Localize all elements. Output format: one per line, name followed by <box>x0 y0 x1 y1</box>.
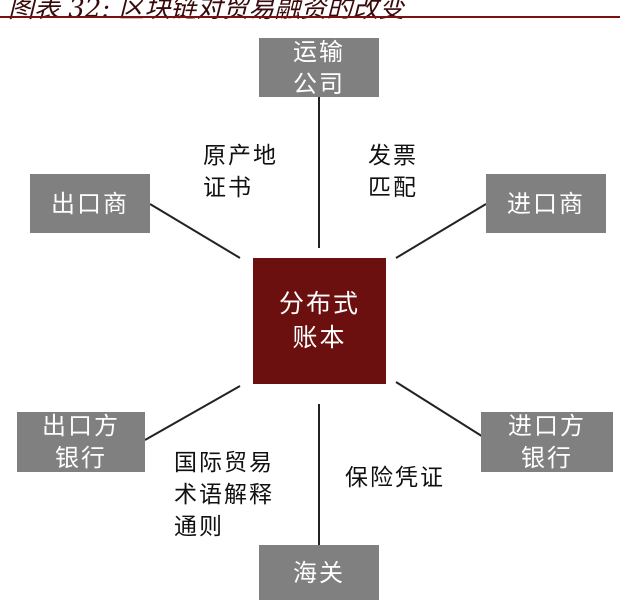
label-incoterms-line3: 通则 <box>174 514 224 540</box>
node-importer-line1: 进口商 <box>507 189 585 218</box>
node-exporter-bank-line1: 出口方 <box>42 412 120 440</box>
label-certificate-of-origin: 原产地 证书 <box>203 140 278 204</box>
node-importer: 进口商 <box>486 174 606 233</box>
label-invoice-line2: 匹配 <box>368 175 418 201</box>
connector-importer-bank <box>395 381 489 441</box>
label-invoice-matching: 发票 匹配 <box>368 140 418 204</box>
label-incoterms-line1: 国际贸易 <box>174 450 274 476</box>
node-exporter-bank: 出口方 银行 <box>17 412 145 472</box>
center-line1: 分布式 <box>278 289 360 318</box>
node-customs: 海关 <box>259 545 379 600</box>
center-line2: 账本 <box>292 323 347 352</box>
node-importer-bank-line1: 进口方 <box>508 412 586 440</box>
label-certificate-line1: 原产地 <box>203 143 278 169</box>
label-incoterms-line2: 术语解释 <box>174 482 274 508</box>
node-transport-line2: 公司 <box>293 69 345 98</box>
node-customs-line1: 海关 <box>293 558 345 587</box>
node-transport-company: 运输 公司 <box>259 37 379 98</box>
label-insurance-certificate: 保险凭证 <box>345 462 445 494</box>
node-importer-bank: 进口方 银行 <box>481 412 613 472</box>
node-importer-bank-line2: 银行 <box>521 444 573 472</box>
connector-exporter-bank <box>144 385 241 441</box>
node-exporter-line1: 出口商 <box>51 189 129 218</box>
label-insurance-line1: 保险凭证 <box>345 465 445 491</box>
connector-importer <box>395 203 487 259</box>
label-certificate-line2: 证书 <box>203 175 253 201</box>
connector-exporter <box>149 203 241 259</box>
title-rule <box>0 16 620 18</box>
node-exporter: 出口商 <box>30 174 150 233</box>
node-distributed-ledger: 分布式 账本 <box>253 258 386 384</box>
label-invoice-line1: 发票 <box>368 143 418 169</box>
figure-title: 图表 32: 区块链对贸易融资的改变 <box>8 0 405 24</box>
label-incoterms: 国际贸易 术语解释 通则 <box>174 447 274 543</box>
node-exporter-bank-line2: 银行 <box>55 444 107 472</box>
node-transport-line1: 运输 <box>293 37 345 66</box>
